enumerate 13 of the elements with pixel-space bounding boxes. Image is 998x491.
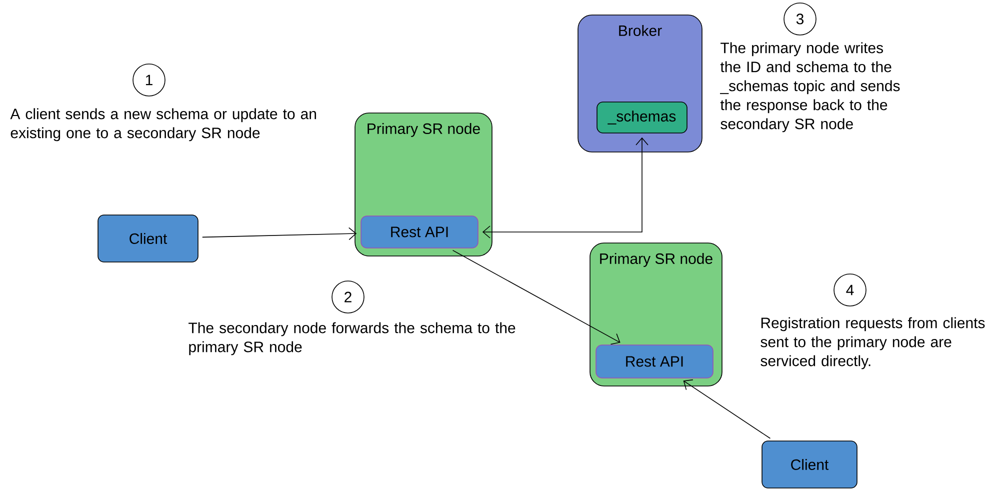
arrow [202,227,357,240]
api-box: Rest API [596,344,714,378]
api-box: Rest API [360,216,478,248]
step-description: Registration requests from clients sent to the primary node are serviced directly. [760,317,985,370]
client-box: Client [98,214,198,262]
arrow [683,379,771,439]
step-description: The secondary node forwards the schema to the primary SR node [188,322,516,356]
arrow [482,137,648,238]
arrow [452,250,620,345]
topic-box: _schemas [596,102,688,134]
step-description: The primary node writes the ID and schema to the _schemas topic and sends the response back to the secondary SR node [720,42,900,132]
step-description: A client sends a new schema or update to an existing one to a secondary SR node [10,108,316,142]
client-box: Client [762,440,858,488]
